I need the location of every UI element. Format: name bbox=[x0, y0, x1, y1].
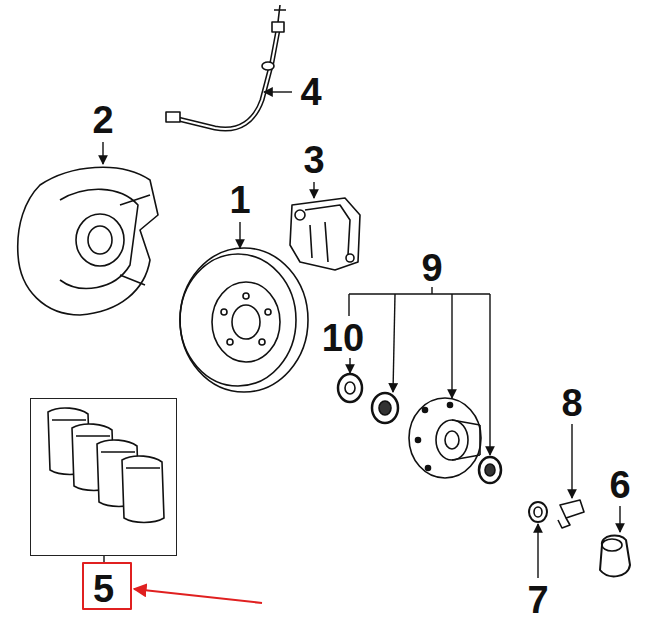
callout-number: 4 bbox=[300, 73, 321, 111]
callout-number: 1 bbox=[229, 181, 250, 219]
callout-number: 9 bbox=[421, 249, 442, 287]
brake-pads bbox=[48, 408, 164, 523]
brake-hose bbox=[166, 5, 286, 129]
hub-hardware bbox=[529, 500, 630, 576]
callout-number: 2 bbox=[92, 101, 113, 139]
callout-number: 8 bbox=[561, 384, 582, 422]
callout-number: 3 bbox=[303, 141, 324, 179]
callout-number: 6 bbox=[609, 466, 630, 504]
highlight bbox=[83, 563, 262, 609]
brake-caliper bbox=[290, 198, 360, 270]
pad-bracket-box: 5 bbox=[30, 398, 177, 556]
hub-assembly bbox=[338, 374, 501, 483]
brake-rotor bbox=[180, 248, 308, 392]
callout-number: 10 bbox=[322, 319, 364, 357]
callout-number: 7 bbox=[527, 581, 548, 619]
callout-number: 5 bbox=[93, 570, 114, 608]
dust-shield bbox=[18, 167, 158, 315]
leader-lines bbox=[103, 92, 620, 578]
